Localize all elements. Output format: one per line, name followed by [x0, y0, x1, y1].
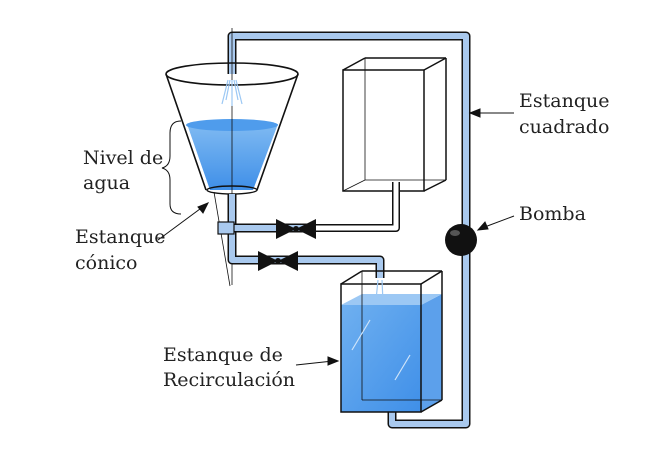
- pump[interactable]: [445, 224, 477, 256]
- square-tank: [342, 57, 447, 192]
- label-recirculation-tank-2: Recirculación: [163, 369, 295, 391]
- cone-outlet-pipes: [217, 194, 385, 278]
- label-recirculation-tank-1: Estanque de: [163, 344, 283, 366]
- valve-upper[interactable]: [276, 219, 316, 239]
- label-conical-tank-2: cónico: [75, 252, 137, 274]
- water-level-brace: [161, 120, 182, 215]
- label-arrows: [157, 108, 515, 366]
- valve-lower[interactable]: [258, 251, 298, 271]
- label-water-level-1: Nivel de: [83, 147, 163, 169]
- square-tank-outlet-pipe: [312, 182, 400, 232]
- conical-tank: [165, 28, 299, 287]
- label-water-level-2: agua: [83, 172, 130, 194]
- label-square-tank-2: cuadrado: [519, 116, 609, 138]
- label-square-tank-1: Estanque: [519, 90, 609, 112]
- label-pump: Bomba: [519, 203, 586, 225]
- recirculation-tank: [340, 270, 443, 413]
- label-conical-tank-1: Estanque: [75, 226, 165, 248]
